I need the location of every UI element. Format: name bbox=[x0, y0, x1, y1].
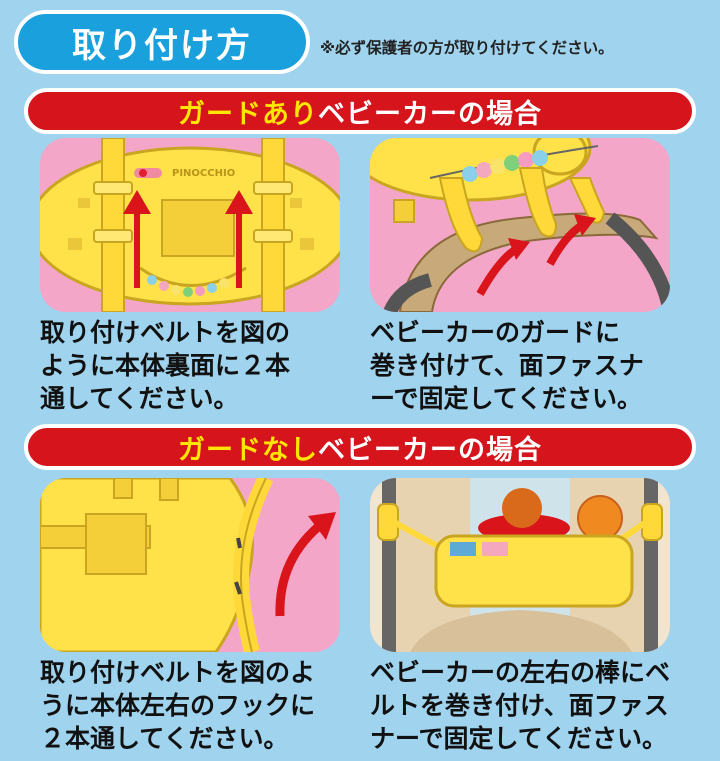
step-illustration-side-hooks bbox=[40, 478, 340, 652]
section-heading-rest: ベビーカーの場合 bbox=[318, 434, 542, 466]
guardian-note: ※必ず保護者の方が取り付けてください。 bbox=[320, 39, 614, 57]
red-arrow-shaft bbox=[134, 210, 140, 288]
section-heading-with-guard: ガードありベビーカーの場合 bbox=[24, 88, 696, 134]
step-caption: ベビーカーのガードに 巻き付けて、面ファスナ ーで固定してください。 bbox=[370, 318, 644, 413]
section-heading-highlight: ガードあり bbox=[178, 98, 318, 130]
up-arrow-icon bbox=[225, 190, 253, 214]
brand-label: PINOCCHIO bbox=[172, 168, 235, 179]
up-arrow-icon bbox=[123, 190, 151, 214]
step-illustration-wrap-guard bbox=[370, 138, 670, 312]
curved-arrow-icon bbox=[308, 512, 336, 540]
step-caption: 取り付けベルトを図のよ うに本体左右のフックに ２本通してください。 bbox=[40, 658, 316, 753]
curved-arrow-icon bbox=[508, 238, 530, 260]
section-heading-without-guard: ガードなしベビーカーの場合 bbox=[24, 424, 696, 470]
section-heading-rest: ベビーカーの場合 bbox=[318, 98, 542, 130]
curved-arrow-icon bbox=[574, 214, 596, 236]
section-heading-highlight: ガードなし bbox=[178, 434, 318, 466]
step-caption: 取り付けベルトを図の ように本体裏面に２本 通してください。 bbox=[40, 318, 291, 413]
step-caption: ベビーカーの左右の棒にベ ルトを巻き付け、面ファス ナーで固定してください。 bbox=[370, 658, 671, 753]
step-illustration-side-bars bbox=[370, 478, 670, 652]
step-illustration-back-belts: PINOCCHIO bbox=[40, 138, 340, 312]
page-title: 取り付け方 bbox=[14, 10, 310, 74]
